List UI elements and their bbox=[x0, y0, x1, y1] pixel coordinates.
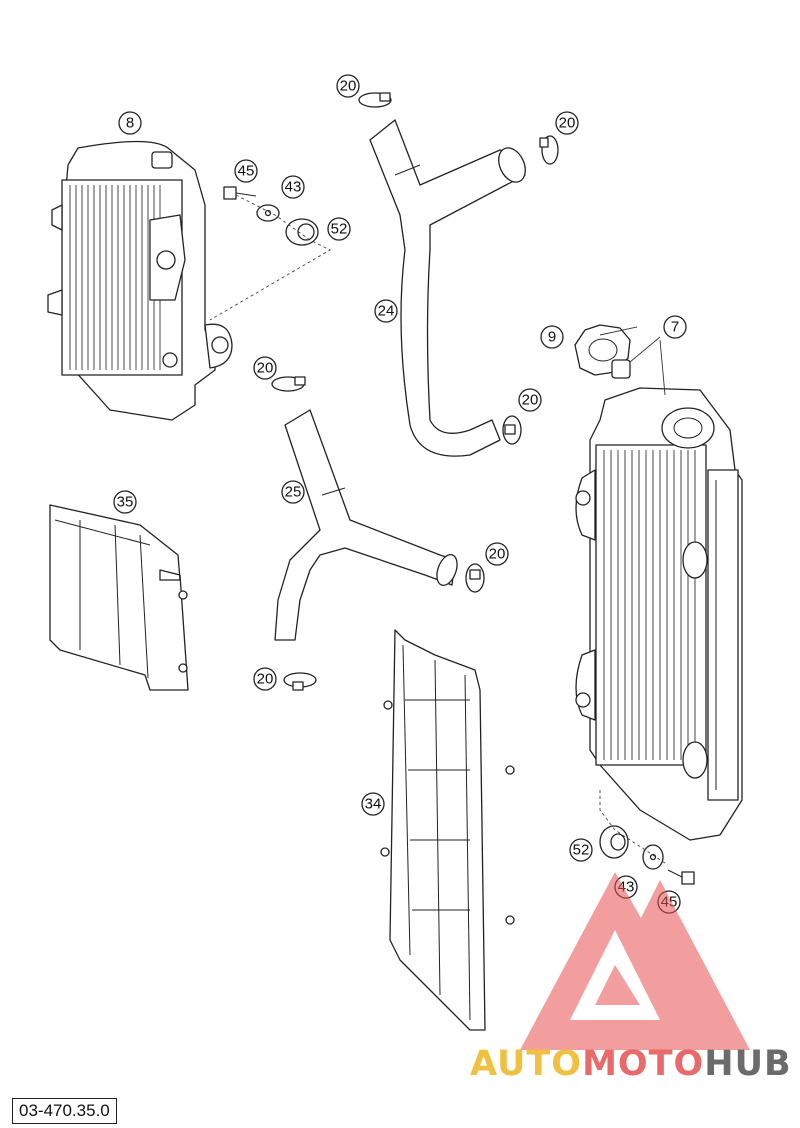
svg-text:9: 9 bbox=[548, 329, 556, 346]
clamp-20-top bbox=[358, 92, 392, 108]
clamp-20-right-top bbox=[539, 135, 559, 165]
callout-20-right-top: 20 bbox=[555, 111, 579, 135]
hose-24 bbox=[369, 119, 526, 457]
callout-8: 8 bbox=[118, 111, 142, 135]
clamp-20-hose24-bottom bbox=[502, 415, 522, 445]
grommet-52-left bbox=[285, 218, 319, 246]
callout-7: 7 bbox=[663, 315, 687, 339]
svg-text:52: 52 bbox=[331, 221, 348, 238]
bolt-45-right bbox=[667, 869, 695, 885]
watermark-text: AUTOMOTOHUB bbox=[470, 1044, 792, 1084]
svg-text:20: 20 bbox=[559, 115, 576, 132]
clamp-20-hose25-right bbox=[465, 563, 485, 593]
svg-text:35: 35 bbox=[117, 494, 134, 511]
watermark-part1: AUTO bbox=[470, 1044, 583, 1084]
callout-24: 24 bbox=[374, 299, 398, 323]
callout-43-left: 43 bbox=[281, 175, 305, 199]
watermark-part3: HUB bbox=[704, 1044, 792, 1084]
svg-text:24: 24 bbox=[378, 303, 395, 320]
svg-text:20: 20 bbox=[340, 78, 357, 95]
callout-20-hose25-right: 20 bbox=[485, 542, 509, 566]
svg-text:8: 8 bbox=[126, 115, 134, 132]
left-radiator bbox=[47, 140, 233, 421]
callout-20-top: 20 bbox=[336, 74, 360, 98]
callout-34: 34 bbox=[361, 792, 385, 816]
callout-35: 35 bbox=[113, 490, 137, 514]
washer-43-right bbox=[642, 844, 664, 870]
callout-45-left: 45 bbox=[234, 159, 258, 183]
svg-text:20: 20 bbox=[522, 392, 539, 409]
grommet-52-right bbox=[599, 825, 629, 859]
callout-52-left: 52 bbox=[327, 217, 351, 241]
hose-25 bbox=[274, 409, 458, 641]
washer-43-left bbox=[256, 204, 280, 222]
callout-20-hose25-top: 20 bbox=[253, 356, 277, 380]
watermark-part2: MOTO bbox=[582, 1044, 705, 1084]
svg-text:45: 45 bbox=[238, 163, 255, 180]
watermark-logo bbox=[520, 872, 750, 1050]
svg-text:43: 43 bbox=[285, 179, 302, 196]
callout-20-hose25-bottom: 20 bbox=[253, 667, 277, 691]
radiator-cap-9 bbox=[574, 324, 631, 379]
svg-text:34: 34 bbox=[365, 796, 382, 813]
svg-text:20: 20 bbox=[489, 546, 506, 563]
svg-text:52: 52 bbox=[573, 842, 590, 859]
callout-20-hose24-bottom: 20 bbox=[518, 388, 542, 412]
radiator-guard-34 bbox=[380, 629, 515, 1031]
callout-25: 25 bbox=[281, 480, 305, 504]
right-radiator bbox=[575, 387, 743, 841]
callout-52-right: 52 bbox=[569, 838, 593, 862]
figure-code: 03-470.35.0 bbox=[12, 1098, 117, 1124]
clamp-20-hose25-bottom bbox=[283, 672, 317, 691]
svg-text:25: 25 bbox=[285, 484, 302, 501]
radiator-guard-35 bbox=[49, 504, 189, 691]
svg-text:7: 7 bbox=[671, 319, 679, 336]
clamp-20-hose25-top bbox=[271, 376, 306, 392]
callout-9: 9 bbox=[540, 325, 564, 349]
svg-text:20: 20 bbox=[257, 671, 274, 688]
svg-text:20: 20 bbox=[257, 360, 274, 377]
bolt-45-left bbox=[223, 186, 257, 200]
